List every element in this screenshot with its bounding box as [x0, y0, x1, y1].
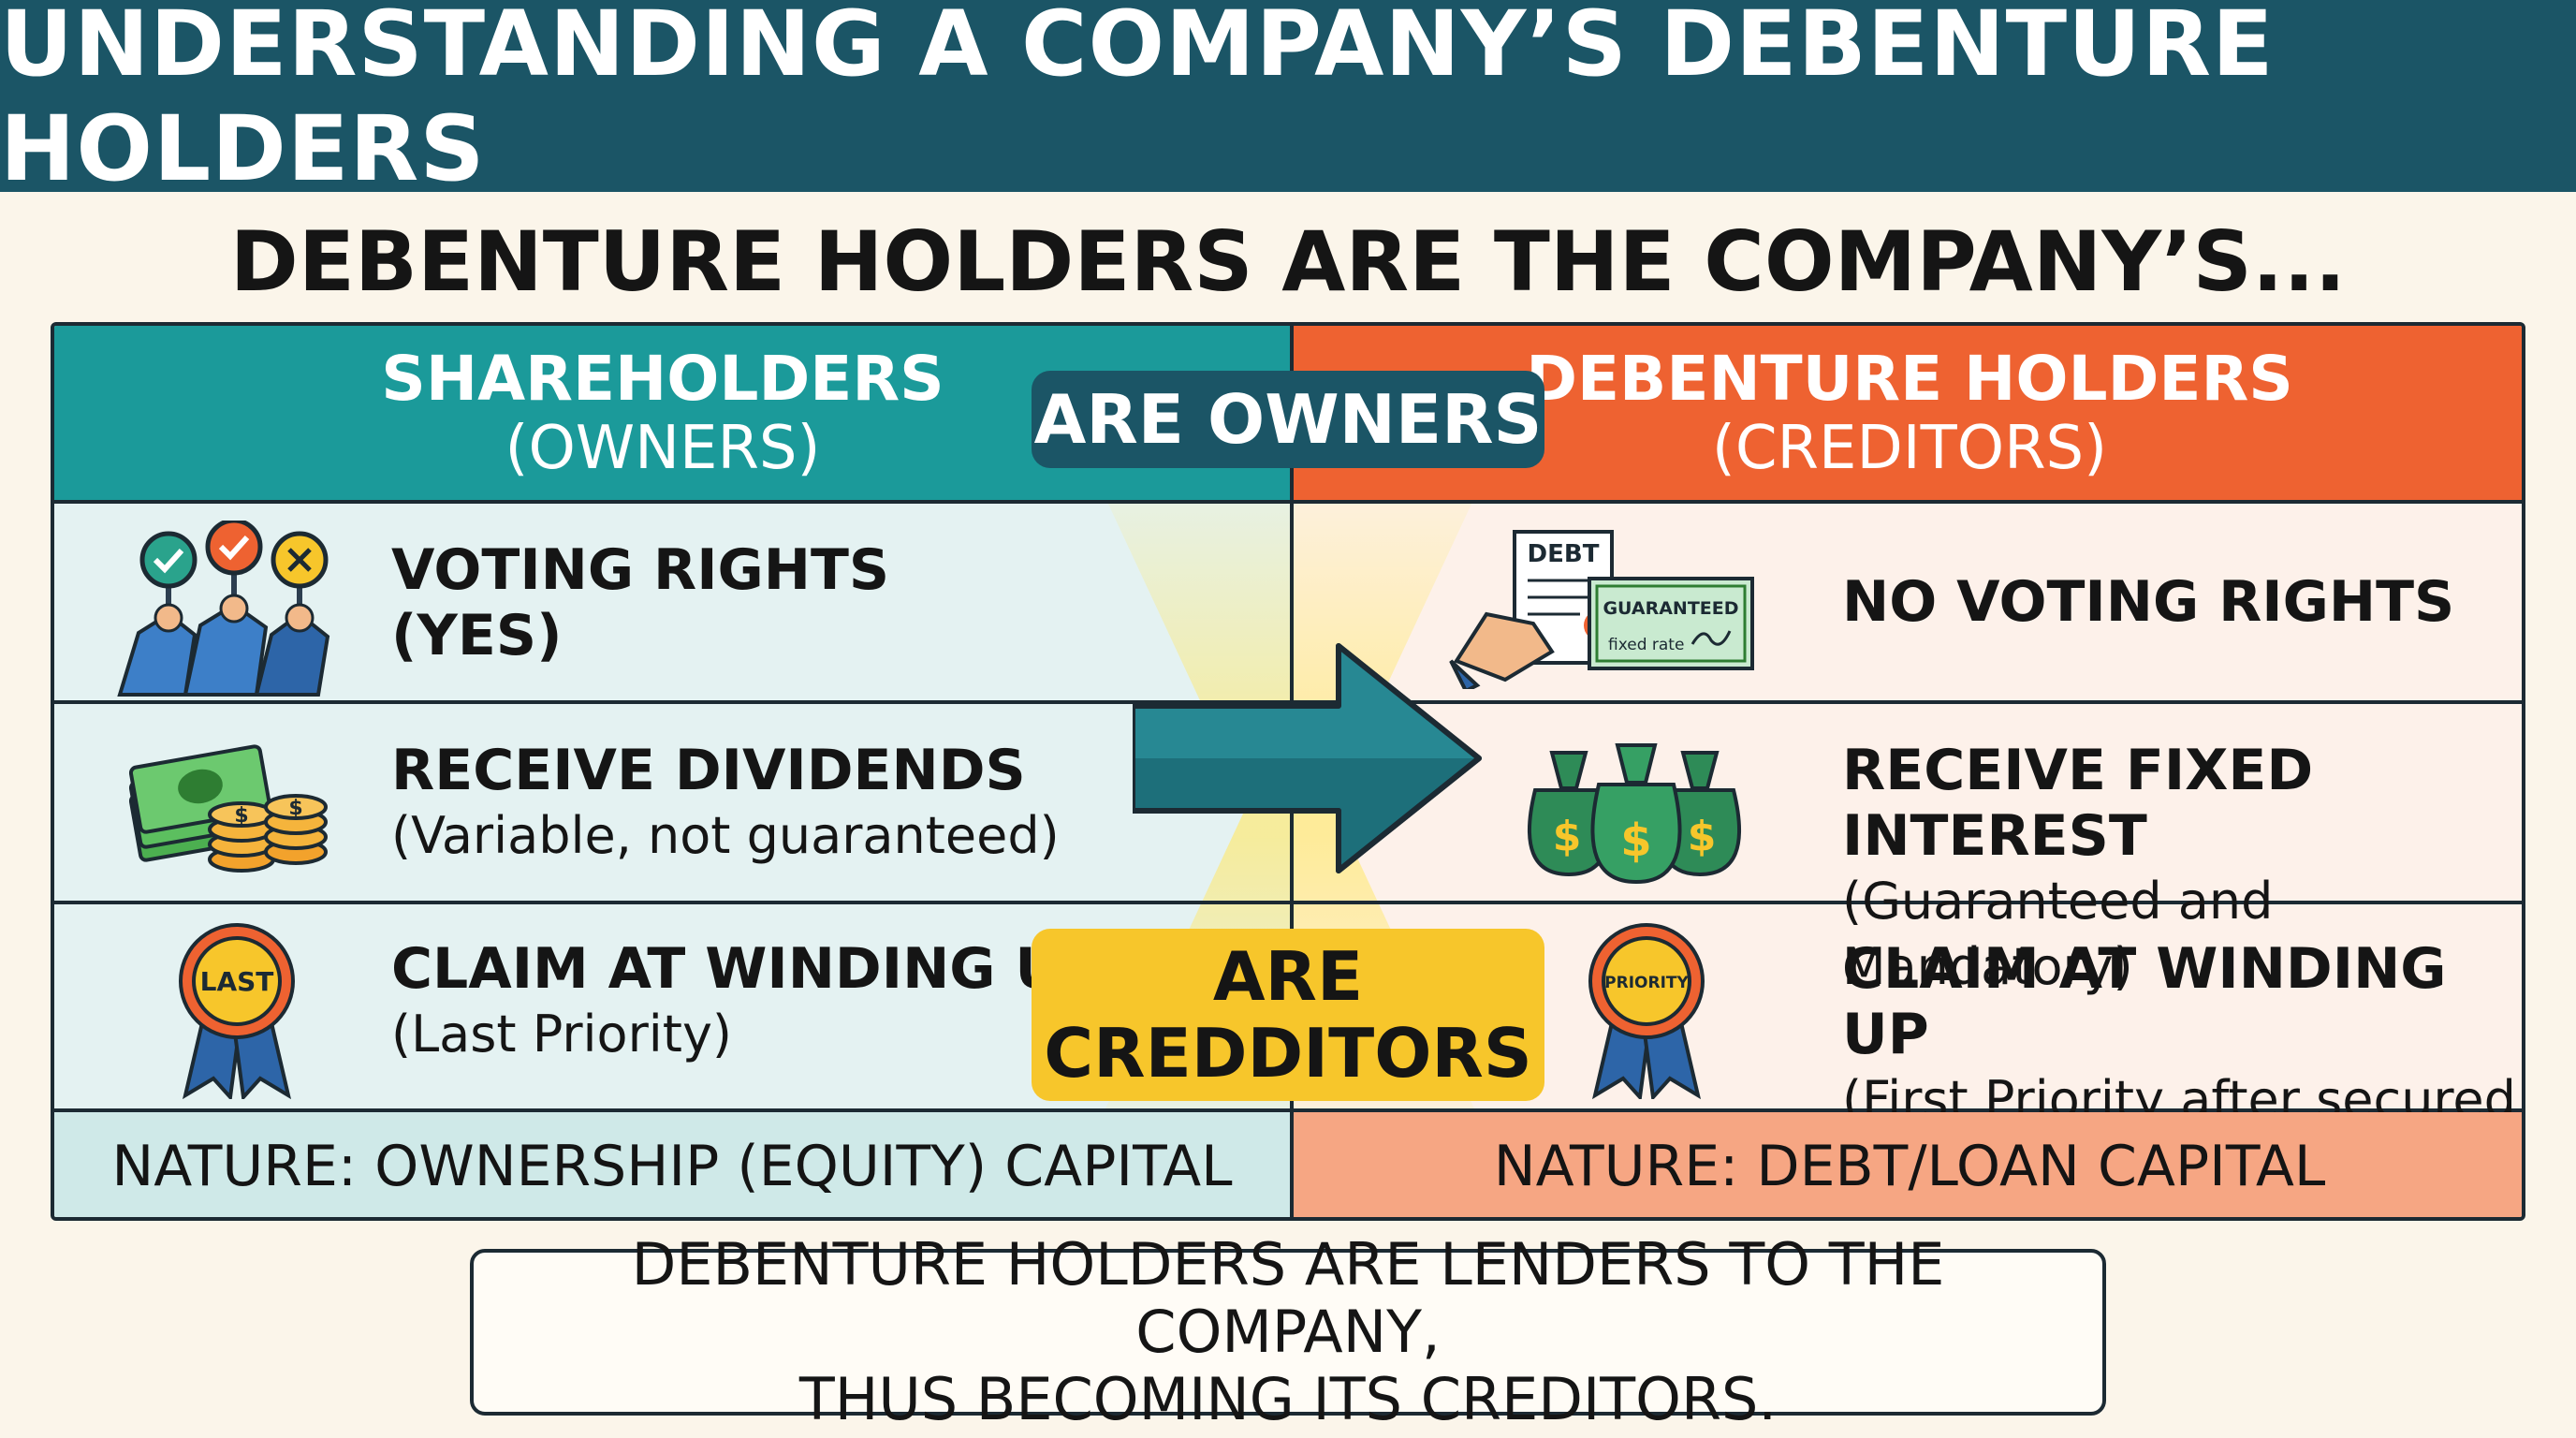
row-divider-3 — [54, 1108, 2522, 1112]
are-creditors-line2: CREDDITORS — [1044, 1014, 1532, 1093]
money-bags-icon: $ $ $ — [1528, 743, 1741, 884]
priority-badge-text: PRIORITY — [1604, 974, 1689, 992]
right-claim-label: CLAIM AT WINDING UP — [1842, 936, 2447, 1067]
voting-hands-icon — [117, 521, 330, 697]
page-subtitle: DEBENTURE HOLDERS ARE THE COMPANY’S... — [229, 213, 2347, 310]
summary-line1: DEBENTURE HOLDERS ARE LENDERS TO THE COM… — [631, 1230, 1945, 1366]
shareholders-header-subtitle: (OWNERS) — [505, 414, 821, 483]
are-owners-badge: ARE OWNERS — [1032, 371, 1544, 468]
fixed-interest-label: RECEIVE FIXED INTEREST — [1842, 738, 2314, 869]
svg-text:$: $ — [1688, 813, 1717, 860]
are-creditors-badge: ARE CREDDITORS — [1032, 929, 1544, 1101]
svg-text:$: $ — [1553, 813, 1582, 860]
last-badge-text: LAST — [200, 966, 274, 997]
shareholders-header-title: SHAREHOLDERS — [381, 343, 944, 415]
left-row-voting: VOTING RIGHTS (YES) — [391, 537, 889, 668]
summary-line2: THUS BECOMING ITS CREDITORS. — [798, 1365, 1778, 1433]
page-title: UNDERSTANDING A COMPANY’S DEBENTURE HOLD… — [0, 0, 2576, 201]
fixed-rate-label: fixed rate — [1608, 636, 1684, 654]
svg-text:$: $ — [1620, 814, 1651, 867]
left-claim-value: (Last Priority) — [391, 1005, 732, 1064]
svg-text:$: $ — [234, 804, 248, 828]
debt-label: DEBT — [1528, 540, 1600, 568]
fixed-interest-value: (Guaranteed and Mandatory) — [1842, 872, 2274, 996]
row-divider-1 — [54, 700, 2522, 704]
left-claim-label: CLAIM AT WINDING UP — [391, 936, 1103, 1002]
debt-certificate-icon: DEBT GUARANTEED fixed rate — [1449, 530, 1754, 689]
are-creditors-line1: ARE — [1212, 937, 1364, 1016]
summary-box: DEBENTURE HOLDERS ARE LENDERS TO THE COM… — [470, 1231, 2106, 1433]
header-divider — [54, 500, 2522, 504]
right-arrow-icon — [1133, 643, 1482, 873]
left-row-dividends: RECEIVE DIVIDENDS (Variable, not guarant… — [391, 738, 1060, 869]
debenture-header-title: DEBENTURE HOLDERS — [1526, 343, 2293, 415]
nature-debt-label: NATURE: DEBT/LOAN CAPITAL — [1294, 1112, 2522, 1217]
right-row-interest: RECEIVE FIXED INTEREST (Guaranteed and M… — [1842, 738, 2522, 1000]
dividends-value: (Variable, not guaranteed) — [391, 806, 1060, 865]
priority-ribbon-icon: PRIORITY — [1588, 923, 1705, 1099]
right-row-voting: NO VOTING RIGHTS — [1842, 569, 2454, 635]
no-voting-rights-label: NO VOTING RIGHTS — [1842, 569, 2455, 635]
last-ribbon-icon: LAST — [179, 923, 295, 1099]
debenture-header-subtitle: (CREDITORS) — [1711, 414, 2108, 483]
row-divider-2 — [54, 901, 2522, 904]
voting-rights-value: (YES) — [391, 603, 563, 668]
nature-equity-label: NATURE: OWNERSHIP (EQUITY) CAPITAL — [54, 1112, 1290, 1217]
cash-coins-icon: $ $ — [129, 744, 328, 873]
shareholders-header: SHAREHOLDERS (OWNERS) — [54, 326, 1290, 504]
voting-rights-label: VOTING RIGHTS — [391, 537, 890, 603]
guaranteed-label: GUARANTEED — [1603, 598, 1738, 619]
dividends-label: RECEIVE DIVIDENDS — [391, 738, 1026, 803]
left-row-winding-up: CLAIM AT WINDING UP (Last Priority) — [391, 936, 1102, 1067]
svg-text:$: $ — [288, 797, 302, 820]
